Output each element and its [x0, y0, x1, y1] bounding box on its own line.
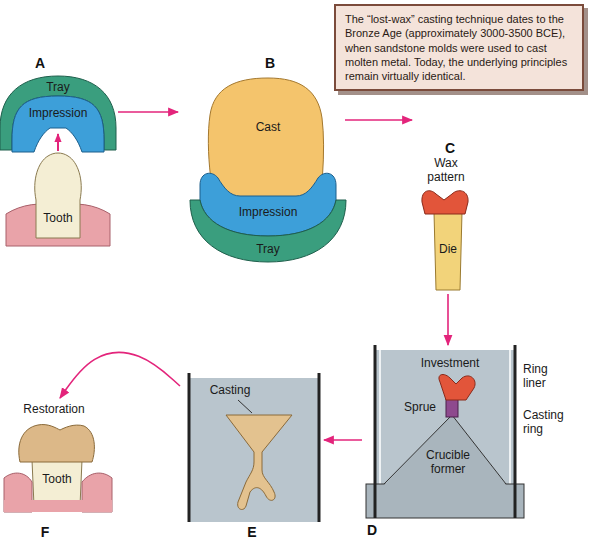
step-letter: A [30, 55, 50, 71]
crucible-former [384, 415, 506, 485]
die [434, 212, 462, 290]
step-panel: E Casting [180, 372, 324, 544]
part-label: Tooth [38, 211, 78, 225]
part-label: Casting ring [523, 408, 567, 436]
sprue [446, 399, 458, 417]
step-letter: C [440, 140, 460, 156]
crown-restoration [19, 425, 95, 462]
gum [4, 500, 112, 512]
part-label: Ring liner [523, 362, 567, 390]
metal-casting [226, 415, 292, 509]
part-label: Impression [22, 106, 94, 120]
part-label: Tooth [37, 472, 77, 486]
impression-tray [190, 200, 346, 262]
process-arrow [345, 119, 412, 121]
tooth [32, 460, 82, 506]
process-arrow [447, 294, 449, 345]
ring-liner [509, 350, 511, 484]
step-letter: F [35, 524, 55, 540]
leader-line [238, 400, 252, 413]
step-letter: E [242, 524, 262, 540]
investment [376, 350, 514, 484]
tooth [35, 153, 82, 238]
wax-pattern [439, 375, 475, 400]
process-arrow [324, 439, 362, 441]
crucible-former-outline [384, 415, 506, 484]
part-label: Wax pattern [416, 156, 476, 184]
part-label: Restoration [14, 402, 94, 416]
seat-arrow [57, 134, 59, 151]
crucible-base [366, 484, 524, 518]
part-label: Investment [410, 356, 490, 370]
process-arrow [60, 353, 180, 398]
impression-material [12, 96, 104, 152]
casting-ring [374, 345, 377, 518]
step-panel: A TrayImpressionTooth [0, 50, 118, 250]
note-text: The “lost-wax” casting technique dates t… [345, 12, 573, 83]
wax-pattern [422, 191, 468, 214]
step-panel: B CastImpressionTray [178, 50, 345, 266]
part-label: Casting [205, 383, 255, 397]
connector-group [60, 112, 448, 440]
part-label: Impression [228, 205, 308, 219]
casting-ring [188, 373, 191, 522]
part-label: Die [435, 242, 461, 256]
step-panel: F RestorationTooth [0, 398, 118, 544]
ring-liner [379, 350, 381, 484]
part-label: Sprue [402, 400, 438, 414]
casting-ring [318, 373, 321, 522]
casting-ring [514, 345, 517, 518]
step-letter: B [260, 55, 280, 71]
investment [190, 378, 318, 522]
step-letter: D [362, 522, 382, 538]
part-label: Tray [248, 242, 288, 256]
step-panel: CWax patternDie [412, 136, 490, 294]
part-label: Crucible former [416, 448, 480, 476]
process-arrow [118, 111, 178, 113]
step-panel: D InvestmentSprueCrucible former Ring line… [362, 345, 591, 544]
part-label: Tray [38, 80, 78, 94]
note-box: The “lost-wax” casting technique dates t… [334, 4, 584, 91]
part-label: Cast [243, 120, 293, 134]
